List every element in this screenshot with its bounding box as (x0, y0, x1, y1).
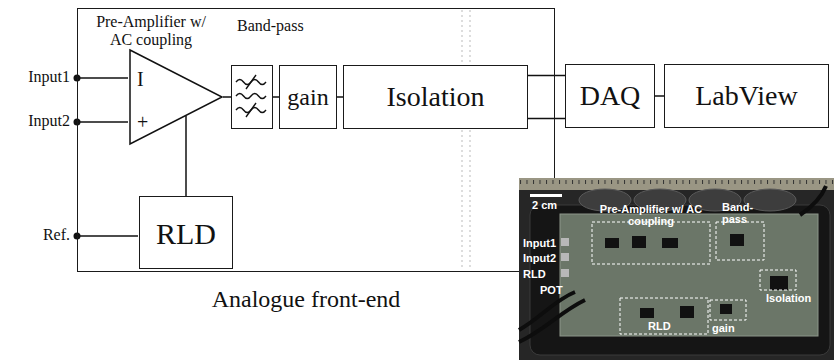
chips (605, 234, 788, 318)
chip (605, 238, 619, 248)
signal-wire (185, 116, 187, 196)
box-label: LabView (695, 81, 798, 112)
divider-line (462, 10, 463, 270)
cable (800, 186, 826, 215)
box-label: RLD (156, 216, 216, 249)
slash-mark (246, 103, 256, 117)
process-box: Isolation (343, 65, 528, 129)
region-outline (716, 222, 764, 260)
process-box: DAQ (565, 64, 655, 128)
reference-wire (77, 235, 138, 237)
region-outline (710, 300, 746, 320)
input-wire (77, 77, 128, 79)
divider-line (470, 10, 471, 270)
wave-line (236, 94, 266, 99)
chip (730, 234, 744, 246)
signal-name: Input2 (2, 112, 70, 130)
region-outline (592, 222, 710, 264)
photo-label: Input1 (523, 237, 556, 249)
node-heading: + (137, 111, 148, 133)
scale-bar (530, 194, 562, 197)
photo-background (519, 178, 834, 360)
signal-name: Input1 (2, 68, 70, 86)
photo-label: Input2 (523, 252, 556, 264)
photo-label: RLD (523, 268, 546, 280)
photo-label: gain (712, 322, 735, 334)
jack (561, 238, 569, 246)
chip (720, 304, 732, 314)
process-box: LabView (664, 64, 829, 128)
amplifier-shape (130, 50, 222, 144)
slash-mark (246, 75, 256, 89)
region-outline (760, 270, 796, 290)
node-heading: Pre-Amplifier w/ AC coupling (86, 13, 216, 48)
input-wire (77, 121, 128, 123)
region-outline (620, 298, 708, 334)
chip (632, 236, 646, 248)
node-heading: I (137, 68, 144, 90)
jack (561, 253, 569, 261)
photo-label: 2 cm (532, 199, 557, 211)
box-label: gain (287, 84, 328, 110)
process-box: gain (279, 65, 337, 129)
region-outlines (592, 222, 796, 334)
enclosure (530, 205, 830, 355)
photo-label: Isolation (766, 292, 811, 304)
divider-lines (462, 10, 470, 270)
ruler-ticks (519, 178, 834, 190)
node-heading: Band-pass (237, 17, 304, 35)
signal-wire (655, 95, 664, 97)
signal-wire (528, 118, 565, 120)
jacks (561, 238, 569, 277)
signal-wire (223, 96, 231, 98)
node-heading: Analogue front-end (212, 286, 401, 312)
amplifier-triangle: Pre-Amplifier w/ AC couplingI+ (129, 49, 223, 145)
photo-label: Pre-Amplifier w/ AC coupling (592, 203, 710, 227)
photo-label: RLD (648, 320, 671, 332)
input-wires (77, 78, 138, 236)
box-label: Isolation (387, 82, 485, 113)
circuit-board (560, 214, 818, 336)
signal-wire (528, 75, 565, 77)
front-end-frame: Analogue front-endPre-Amplifier w/ AC co… (77, 8, 555, 272)
signal-name: Ref. (2, 226, 70, 244)
jack (561, 269, 569, 277)
cables (519, 186, 826, 342)
photo-label: Band-pass (722, 201, 762, 225)
ruler (519, 178, 834, 190)
filter-box: Band-pass (231, 65, 273, 129)
chip (770, 276, 788, 290)
chip (662, 238, 678, 248)
bandpass-symbol (236, 75, 266, 117)
chip (680, 306, 694, 318)
process-box: RLD (139, 196, 233, 269)
cable (519, 300, 585, 342)
chip (640, 308, 654, 318)
box-label: DAQ (580, 81, 641, 112)
photo-label: POT (540, 284, 563, 296)
